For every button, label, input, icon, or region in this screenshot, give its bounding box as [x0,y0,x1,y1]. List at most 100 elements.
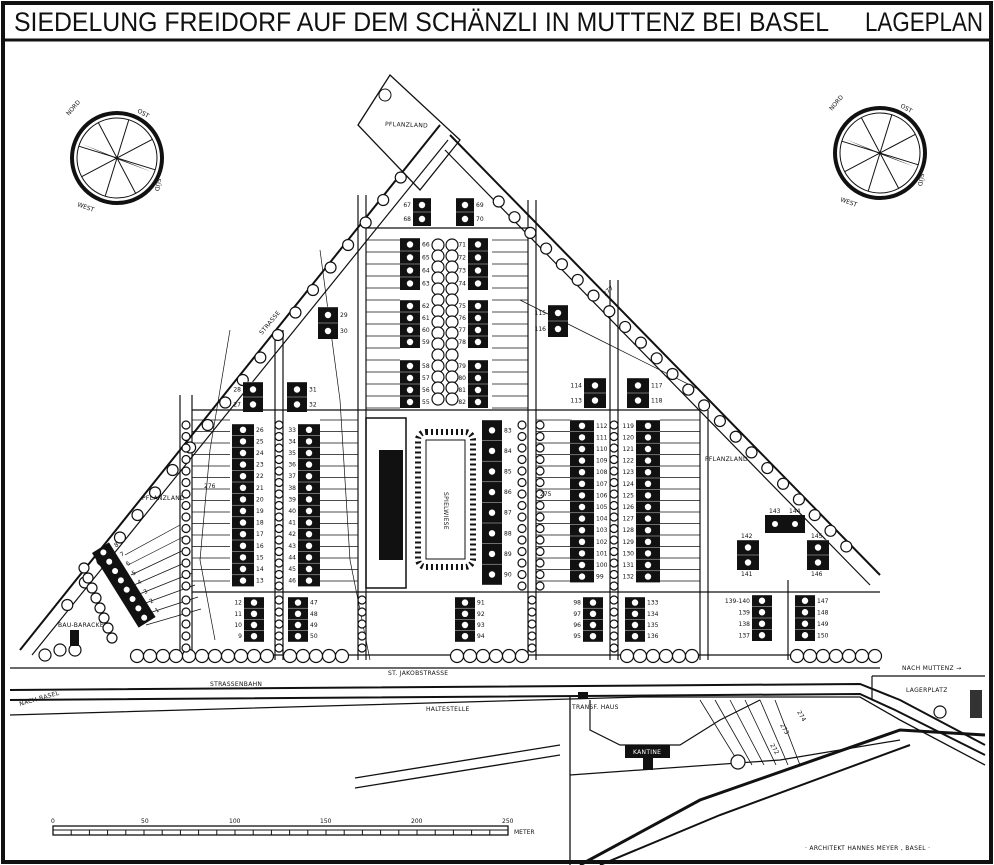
house-number: 57 [422,375,430,382]
tree-icon [131,508,144,522]
tree-icon [274,500,284,511]
tree-icon [274,512,284,522]
tree-icon [181,523,191,534]
house-unit [249,401,257,408]
tree-icon [78,562,90,574]
tree-icon [431,304,445,318]
house-unit [474,374,482,382]
tree-icon [357,631,367,641]
right-diagonal-road [449,134,881,576]
house-unit [474,302,482,310]
tree-icon [517,569,527,580]
tree-icon [194,648,210,664]
tree-icon [82,572,94,584]
scale-tick-label: 100 [229,818,241,825]
house-unit [305,473,313,480]
contour-line [774,699,801,766]
house-unit [129,596,136,603]
house-number: 31 [309,387,317,394]
house-number: 62 [422,303,430,310]
house-unit [554,325,562,333]
house-number: 46 [288,578,296,585]
house-number: 148 [817,609,829,616]
tree-icon [776,477,790,490]
house-number: 71 [458,242,466,249]
house-unit [294,610,302,617]
tree-icon [650,352,663,365]
tree-icon [517,500,527,511]
tree-icon [475,648,491,664]
house-unit [772,521,778,527]
house-unit [644,538,652,545]
tree-icon [824,524,837,537]
tree-icon [274,558,284,568]
house-unit [294,599,302,606]
house-number: 149 [817,621,829,628]
house-unit [406,302,414,310]
garden-line [130,548,187,576]
house-number: 69 [476,202,484,209]
tree-icon [445,271,459,285]
tree-icon [535,535,545,545]
tree-icon [181,607,191,617]
house-number: 95 [573,633,581,640]
house-unit [631,621,639,629]
house-number: 104 [596,516,608,523]
tree-icon [274,443,284,453]
tree-icon [254,351,267,364]
house-unit [634,397,642,404]
lagerplatz-building [970,690,982,718]
house-number: 11 [234,611,242,618]
scale-tick-label: 50 [141,818,149,825]
house-unit [406,398,414,406]
tree-icon [535,466,545,476]
contour-label: 275 [540,491,552,498]
tree-icon [274,595,284,605]
house-number: 7 [119,551,126,559]
tree-icon [671,648,687,664]
tree-icon [517,489,527,499]
tree-icon [730,754,746,770]
tree-icon [431,381,445,395]
tree-icon [129,648,145,664]
house-number: 73 [458,268,466,275]
tree-icon [527,643,537,653]
house-number: 150 [817,632,829,639]
house-number: 78 [458,339,466,346]
tree-icon [431,348,445,362]
house-number: 39 [288,496,296,503]
house-unit [239,554,247,561]
tree-icon [334,648,350,664]
house-number: 3 [142,588,149,596]
house-unit [801,609,809,616]
house-number: 125 [623,492,635,499]
tree-icon [609,546,619,557]
tree-icon [802,648,818,664]
tree-icon [181,431,191,442]
house-number: 38 [288,485,296,492]
tree-icon [815,648,831,664]
tree-icon [517,535,527,545]
house-unit [406,362,414,370]
house-unit [250,610,258,617]
tree-icon [181,619,191,629]
tree-icon [535,454,545,465]
label-pflanzland-left: PFLANZLAND [142,495,185,502]
tree-icon [609,466,619,476]
contour-label: 273 [778,723,790,737]
house-unit [406,267,414,274]
tree-icon [181,466,191,476]
tree-icon [431,370,445,384]
house-number: 65 [422,255,430,262]
tree-icon [445,304,459,318]
tree-icon [535,443,545,453]
tree-icon [609,558,619,568]
tree-icon [609,607,619,617]
tree-icon [259,648,275,664]
tree-icon [535,546,545,557]
tree-icon [697,399,711,412]
house-unit [239,426,247,433]
house-unit [578,434,586,441]
